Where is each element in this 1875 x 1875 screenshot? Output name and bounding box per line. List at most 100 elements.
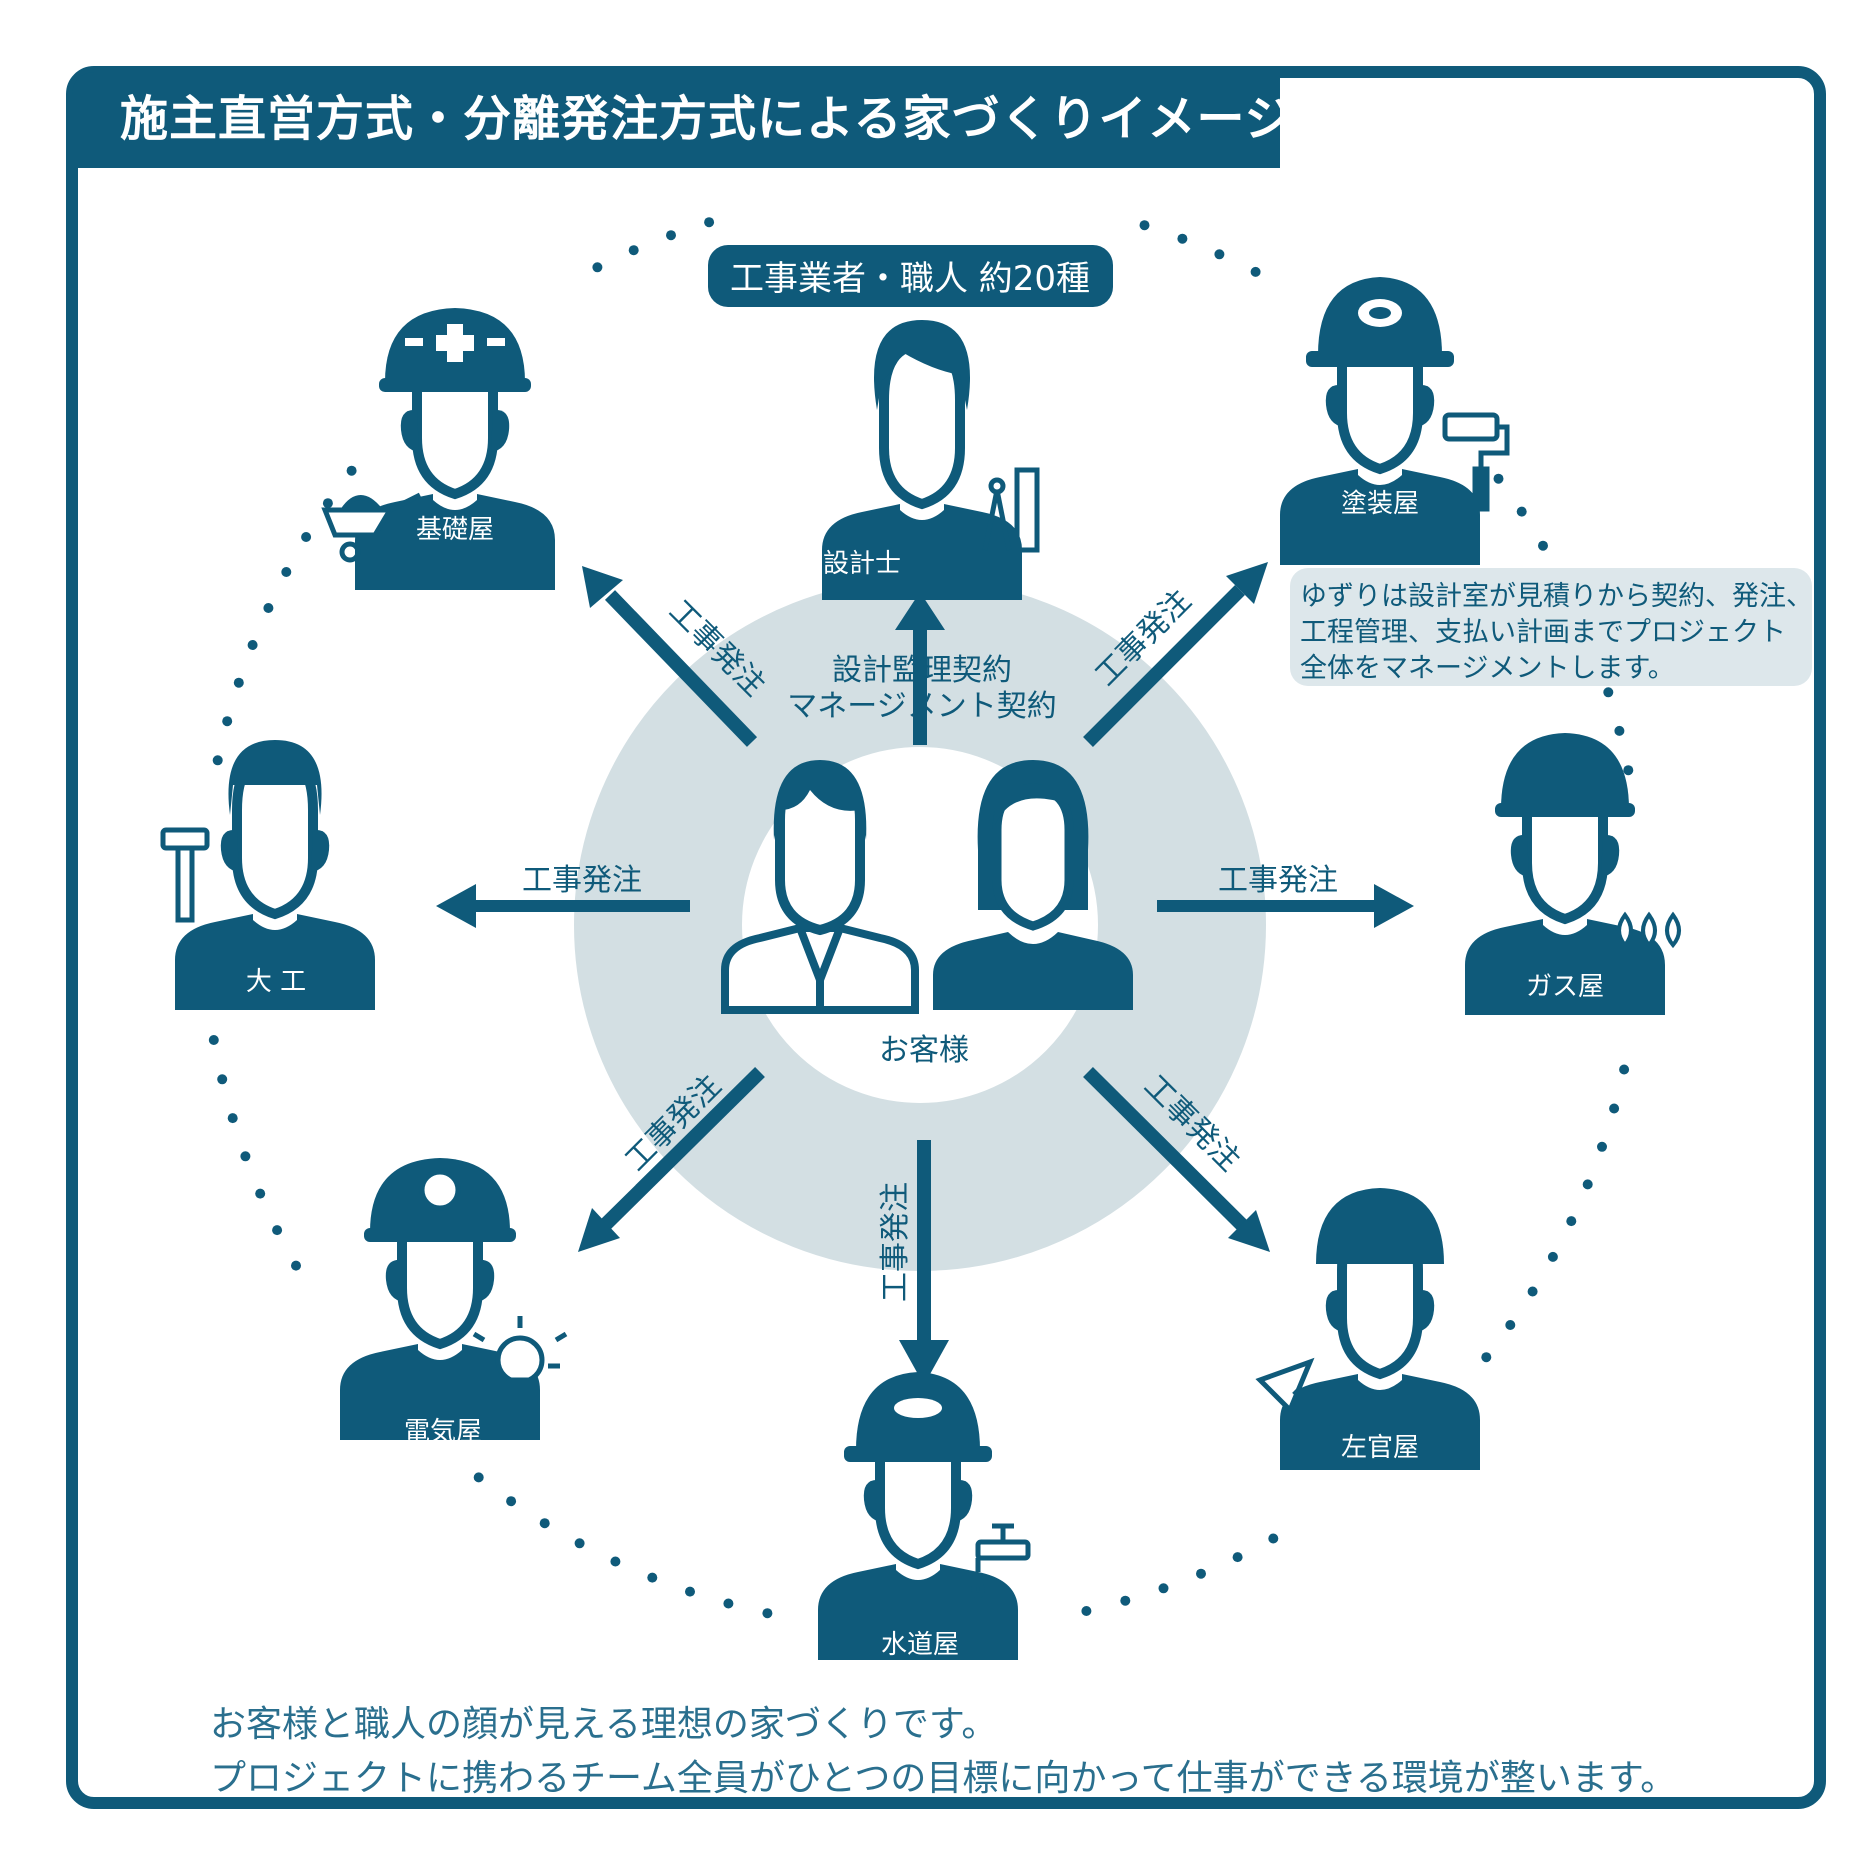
ring-dot — [233, 677, 244, 688]
order-label-gas: 工事発注 — [1218, 863, 1338, 898]
ring-dot — [1603, 687, 1614, 698]
ring-dot — [574, 1538, 585, 1549]
ring-dot — [1505, 1320, 1516, 1330]
ring-dot — [255, 1188, 266, 1199]
client-label: お客様 — [879, 1033, 969, 1068]
faucet-icon — [971, 1523, 1031, 1602]
arrow-gas — [1157, 884, 1414, 928]
ring-dot — [473, 1472, 484, 1483]
ring-dot — [1582, 1179, 1593, 1190]
painter-icon — [1280, 277, 1510, 565]
foundation-worker-icon — [321, 308, 555, 590]
painter-label: 塗装屋 — [1341, 489, 1419, 519]
ring-dot — [291, 1260, 301, 1271]
ring-dot — [322, 498, 333, 509]
ring-dot — [1268, 1533, 1279, 1544]
paint-roller-icon — [1442, 412, 1510, 512]
lightbulb-icon — [472, 1316, 568, 1401]
contract-line-1: 設計監理契約 — [832, 653, 1012, 688]
ring-dot — [685, 1586, 695, 1597]
ring-dot — [628, 245, 639, 256]
gas-worker-icon — [1465, 733, 1681, 1015]
compass-ruler-icon — [982, 467, 1040, 553]
ring-dot — [240, 1151, 251, 1162]
ring-dot — [1081, 1606, 1092, 1616]
ring-dot — [1214, 249, 1225, 260]
ring-dot — [208, 1035, 219, 1045]
plasterer-label: 左官屋 — [1341, 1433, 1419, 1463]
plumber-icon — [818, 1372, 1031, 1660]
arrow-electrician — [578, 1067, 765, 1252]
plumber-label: 水道屋 — [881, 1630, 959, 1660]
hammer-icon — [160, 827, 210, 923]
ring-dot — [704, 217, 715, 228]
carpenter-icon — [160, 740, 375, 1010]
architect-icon — [822, 320, 1040, 600]
ring-dot — [1158, 1583, 1169, 1594]
order-label-carpenter: 工事発注 — [522, 863, 642, 898]
info-note-line-2: 工程管理、支払い計画までプロジェクト — [1300, 617, 1786, 648]
info-note: ゆずりは設計室が見積りから契約、発注、 工程管理、支払い計画までプロジェクト 全… — [1290, 568, 1813, 686]
arrow-carpenter — [436, 884, 690, 928]
ring-dot — [346, 465, 357, 476]
flame-drops-icon — [1617, 911, 1681, 949]
title-bar — [72, 72, 1280, 168]
trades-header-label: 工事業者・職人 約20種 — [730, 259, 1090, 299]
ring-dot — [212, 755, 223, 766]
ring-dot — [263, 603, 274, 613]
architect-label: 設計士 — [823, 549, 901, 579]
ring-dot — [592, 262, 603, 273]
ring-dot — [1614, 725, 1625, 736]
info-note-line-3: 全体をマネージメントします。 — [1300, 653, 1675, 684]
ring-dot — [1619, 1064, 1630, 1075]
arrow-foundation — [582, 566, 758, 747]
footer: お客様と職人の顔が見える理想の家づくりです。 プロジェクトに携わるチーム全員がひ… — [210, 1698, 1676, 1806]
trades-header: 工事業者・職人 約20種 — [708, 245, 1113, 307]
ring-dot — [1527, 1286, 1538, 1297]
ring-dot — [539, 1518, 550, 1529]
arrow-plasterer — [1083, 1067, 1270, 1252]
footer-line-2: プロジェクトに携わるチーム全員がひとつの目標に向かって仕事ができる環境が整います… — [210, 1758, 1677, 1799]
ring-dot — [1139, 220, 1150, 231]
ring-dot — [506, 1496, 517, 1507]
arrow-architect — [895, 592, 945, 745]
ring-dot — [1232, 1552, 1243, 1563]
arrow-plumber — [899, 1140, 949, 1385]
ring-dot — [1597, 1141, 1607, 1152]
ring-dot — [217, 1074, 228, 1085]
order-label-plumber: 工事発注 — [878, 1182, 913, 1302]
foundation-label: 基礎屋 — [416, 515, 494, 545]
contract-line-2: マネージメント契約 — [787, 689, 1056, 724]
electrician-icon — [340, 1158, 568, 1440]
plasterer-icon — [1255, 1188, 1480, 1470]
ring-dot — [1538, 540, 1548, 551]
ring-dot — [301, 532, 312, 542]
ring-dot — [1177, 233, 1188, 244]
electrician-label: 電気屋 — [404, 1417, 482, 1447]
client-woman-icon — [933, 760, 1133, 1010]
ring-dot — [247, 640, 258, 650]
client-man-icon — [721, 760, 919, 1014]
ring-dot — [666, 230, 676, 241]
ring-dot — [1196, 1568, 1206, 1579]
ring-dot — [1493, 473, 1504, 484]
ring-dot — [1623, 765, 1634, 776]
page-title: 施主直営方式・分離発注方式による家づくりイメージ — [120, 91, 1294, 147]
ring-dot — [1609, 1103, 1620, 1114]
ring-dot — [762, 1608, 773, 1619]
ring-dot — [610, 1556, 621, 1567]
trowel-icon — [1255, 1357, 1333, 1428]
ring-dot — [222, 716, 233, 727]
ring-dot — [1481, 1352, 1492, 1363]
info-note-line-1: ゆずりは設計室が見積りから契約、発注、 — [1300, 581, 1813, 612]
ring-dot — [723, 1598, 734, 1609]
ring-dot — [272, 1225, 283, 1236]
ring-dot — [1120, 1595, 1131, 1606]
ring-dot — [227, 1113, 238, 1124]
ring-dot — [281, 567, 292, 577]
footer-line-1: お客様と職人の顔が見える理想の家づくりです。 — [210, 1704, 998, 1745]
ring-dot — [1566, 1216, 1577, 1227]
ring-dot — [1250, 266, 1261, 277]
arrow-painter — [1083, 562, 1268, 747]
